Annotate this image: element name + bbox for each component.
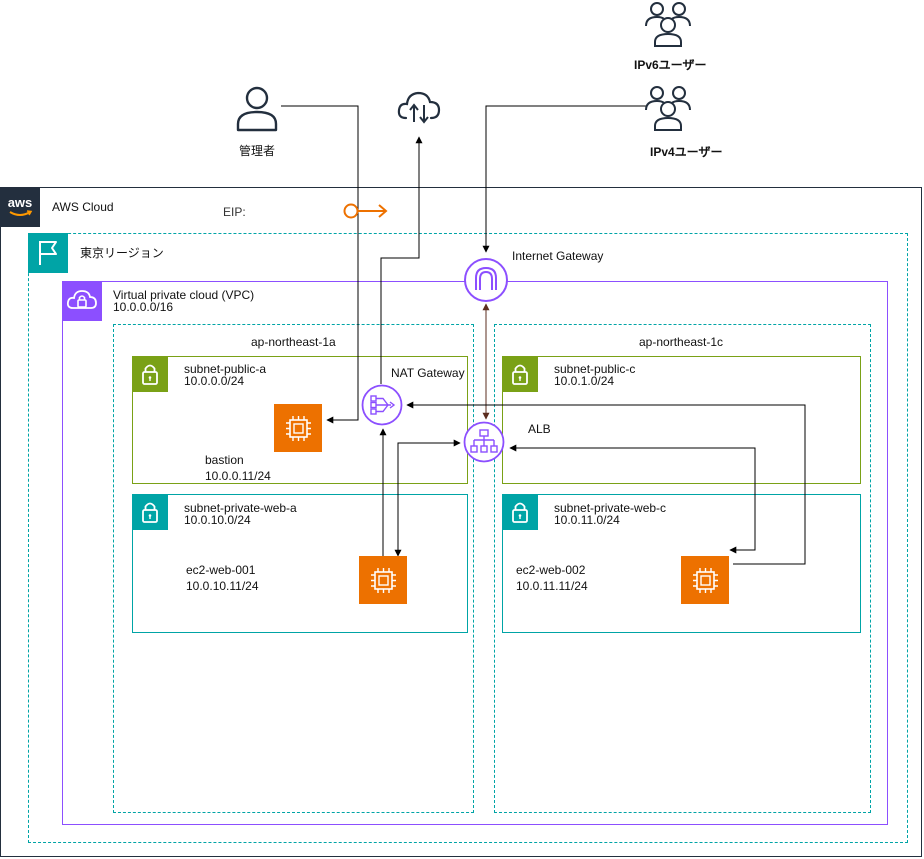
- eip-icon: [342, 201, 390, 221]
- admin-to-bastion-line: [281, 105, 359, 424]
- igw-label: Internet Gateway: [512, 249, 604, 263]
- alb-web002-line: [509, 444, 756, 554]
- web002-ip: 10.0.11.11/24: [516, 579, 588, 593]
- ipv4-users-icon: [644, 84, 692, 132]
- eip-label: EIP:: [223, 205, 246, 219]
- aws-cloud-label: AWS Cloud: [52, 200, 114, 214]
- ipv6-users-label: IPv6ユーザー: [634, 58, 707, 72]
- aws-logo-icon: aws: [0, 187, 40, 227]
- subnet-public-a-name: subnet-public-a: [184, 362, 267, 376]
- ipv4-to-igw-line: [482, 105, 646, 253]
- subnet-public-c-cidr: 10.0.1.0/24: [554, 374, 615, 388]
- admin-label: 管理者: [239, 144, 276, 158]
- web001-ip: 10.0.10.11/24: [186, 579, 259, 593]
- subnet-private-a-name: subnet-private-web-a: [184, 501, 297, 515]
- aws-cloud-group: [0, 187, 922, 857]
- admin-user-icon: [234, 84, 280, 134]
- subnet-public-a-cidr: 10.0.0.0/24: [184, 374, 245, 388]
- alb-icon: [463, 421, 505, 463]
- web002-to-nat-line: [406, 401, 806, 565]
- subnet-private-a-group: [132, 494, 468, 633]
- ec2-instance-icon: [681, 556, 729, 604]
- ipv4-users-label: IPv4ユーザー: [650, 145, 723, 159]
- internet-gateway-icon: [463, 257, 509, 303]
- alb-web001-line: [394, 439, 461, 557]
- web001-name: ec2-web-001: [186, 563, 256, 577]
- vpc-cloud-icon: [62, 281, 102, 321]
- nat-gateway-icon: [361, 384, 403, 426]
- az-c-group: [494, 324, 871, 813]
- nat-to-internet-line: [380, 136, 423, 384]
- ipv6-users-icon: [644, 0, 692, 48]
- az-a-label: ap-northeast-1a: [251, 335, 336, 349]
- alb-label: ALB: [528, 422, 551, 436]
- subnet-private-a-cidr: 10.0.10.0/24: [184, 513, 251, 527]
- bastion-name: bastion: [205, 453, 244, 467]
- subnet-public-a-group: [132, 356, 468, 484]
- az-c-label: ap-northeast-1c: [639, 335, 724, 349]
- subnet-public-c-name: subnet-public-c: [554, 362, 636, 376]
- az-a-group: [113, 324, 474, 813]
- vpc-label: Virtual private cloud (VPC): [113, 288, 255, 302]
- bastion-ip: 10.0.0.11/24: [205, 469, 271, 483]
- region-group: [28, 233, 908, 843]
- lock-icon: [132, 356, 168, 392]
- lock-icon: [132, 494, 168, 530]
- region-label: 東京リージョン: [80, 246, 164, 260]
- ec2-instance-icon: [274, 404, 322, 452]
- vpc-cidr: 10.0.0.0/16: [113, 300, 174, 314]
- svg-text:aws: aws: [8, 195, 33, 210]
- nat-label: NAT Gateway: [391, 366, 465, 380]
- internet-cloud-icon: [396, 88, 442, 126]
- lock-icon: [502, 356, 538, 392]
- web002-name: ec2-web-002: [516, 563, 586, 577]
- ec2-instance-icon: [359, 556, 407, 604]
- region-flag-icon: [28, 233, 68, 273]
